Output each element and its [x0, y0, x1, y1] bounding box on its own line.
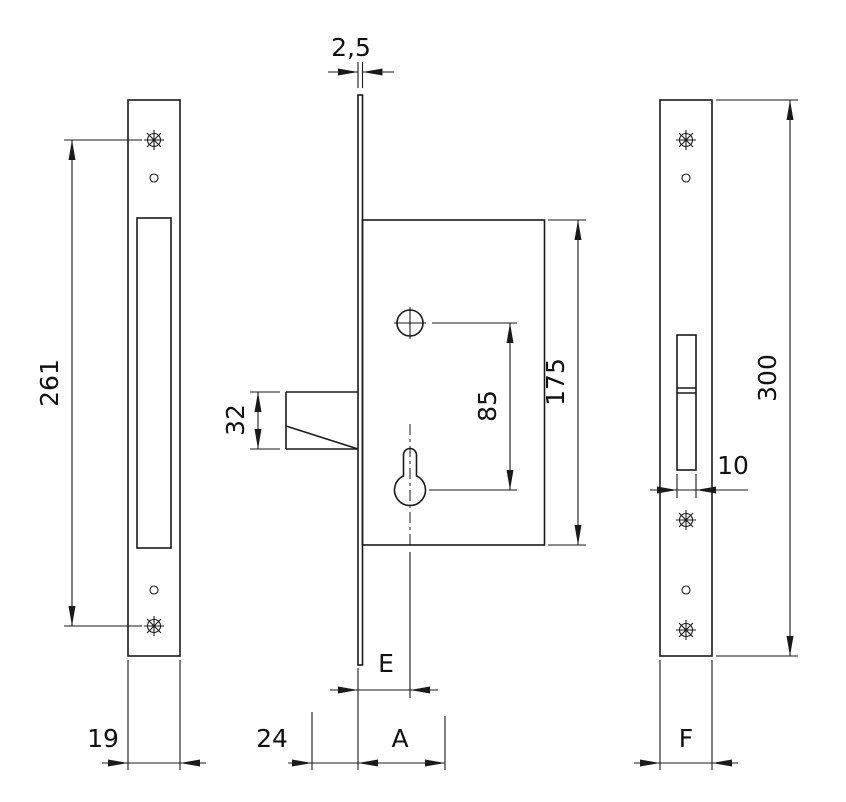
dim-label-261: 261	[35, 359, 64, 407]
screw-head-icon	[143, 129, 165, 151]
follower-hole	[394, 307, 426, 339]
dim-label-E: E	[378, 649, 394, 678]
dim-300	[716, 99, 798, 657]
latch-bolt	[285, 391, 359, 450]
faceplate-outline	[659, 99, 713, 657]
screw-head-icon	[675, 129, 697, 151]
dim-F	[634, 660, 738, 770]
dim-label-10: 10	[717, 451, 749, 480]
screw-head-icon	[143, 615, 165, 637]
euro-cylinder-keyhole	[393, 424, 427, 548]
right-view	[659, 99, 713, 657]
strike-plate-recess	[136, 217, 172, 549]
dim-label-24: 24	[256, 724, 288, 753]
dim-label-175: 175	[541, 358, 570, 406]
screw-head-icon	[675, 619, 697, 641]
dim-label-A: A	[391, 724, 408, 753]
dim-label-F: F	[679, 724, 693, 753]
faceplate-slot	[676, 334, 697, 471]
strike-plate-outline	[127, 99, 181, 657]
dim-label-300: 300	[753, 354, 782, 402]
dim-E	[330, 552, 438, 770]
dim-19	[102, 660, 206, 770]
dim-label-32: 32	[221, 404, 250, 436]
middle-view	[285, 94, 546, 666]
left-view	[127, 99, 181, 657]
fixing-hole	[149, 173, 159, 183]
dim-2-5	[328, 62, 394, 88]
dim-10	[650, 474, 748, 498]
dim-175	[548, 219, 586, 546]
dim-label-2-5: 2,5	[331, 33, 371, 62]
screw-head-icon	[675, 509, 697, 531]
dim-label-85: 85	[473, 390, 502, 422]
dim-32	[250, 391, 280, 450]
fixing-hole	[149, 585, 159, 595]
dim-261	[64, 139, 142, 627]
dim-85	[429, 322, 517, 491]
dim-label-19: 19	[87, 724, 119, 753]
dim-24-A	[288, 712, 446, 770]
lock-case-outline	[361, 219, 546, 546]
fixing-hole	[681, 585, 691, 595]
fixing-hole	[681, 173, 691, 183]
